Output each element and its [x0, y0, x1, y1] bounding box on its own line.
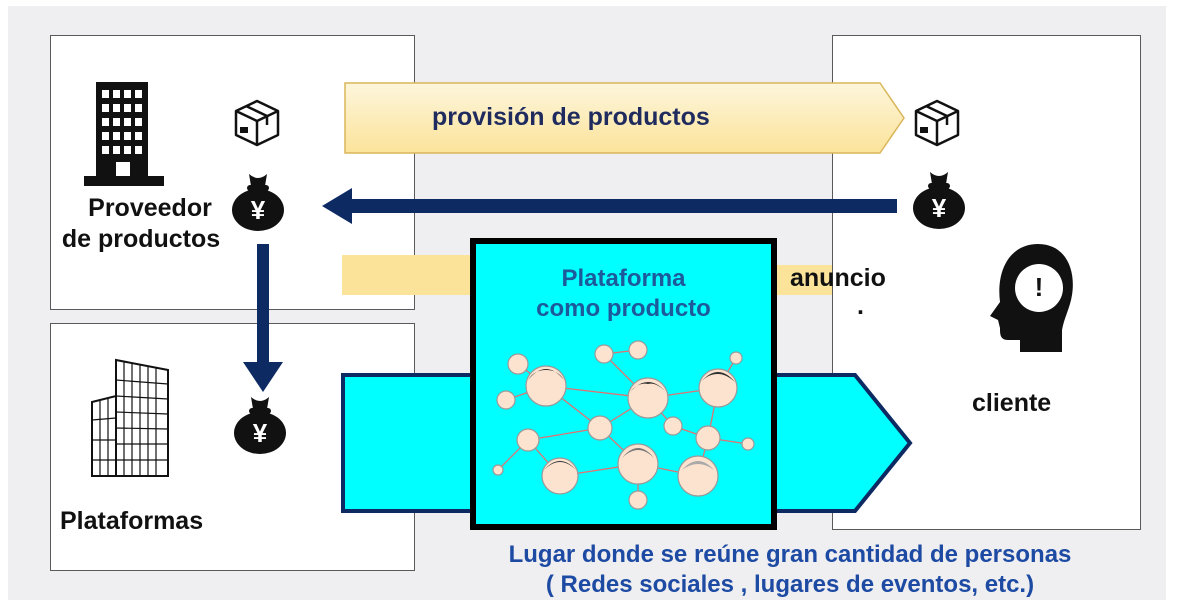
caption-line2: ( Redes sociales , lugares de eventos, e… — [545, 571, 1035, 598]
provision-arrow — [344, 82, 905, 154]
glass-skyscraper-icon — [91, 358, 169, 477]
client-label: cliente — [972, 389, 1052, 417]
fee-arrow-shaft — [257, 244, 269, 368]
person-head-icon: ! — [978, 240, 1078, 355]
ad-label-dot: . — [857, 292, 864, 320]
platform-title: Plataforma como producto — [476, 264, 771, 324]
money-bag-yen-icon: ¥ — [910, 168, 968, 230]
caption-line1: Lugar donde se reúne gran cantidad de pe… — [508, 541, 1072, 568]
yen-symbol: ¥ — [252, 418, 268, 448]
people-network-icon — [492, 340, 755, 510]
supplier-label: Proveedor de productos — [46, 193, 236, 255]
payment-arrow-shaft — [345, 199, 897, 213]
office-building-icon — [84, 82, 164, 186]
exclamation-symbol: ! — [1034, 272, 1044, 302]
payment-arrow-head — [322, 188, 352, 224]
supplier-label-line1: Proveedor — [88, 194, 212, 222]
yen-symbol: ¥ — [931, 193, 947, 223]
package-box-icon — [914, 99, 960, 147]
fee-arrow-head — [243, 362, 283, 392]
package-box-icon — [234, 99, 280, 147]
platform-title-line1: Plataforma — [561, 265, 686, 292]
platform-title-line2: como producto — [536, 295, 711, 322]
platform-box: Plataforma como producto — [470, 238, 777, 530]
provision-label: provisión de productos — [432, 103, 710, 131]
platform-caption: Lugar donde se reúne gran cantidad de pe… — [400, 540, 1180, 600]
ad-label: anuncio — [790, 264, 886, 292]
money-bag-yen-icon: ¥ — [231, 393, 289, 455]
yen-symbol: ¥ — [250, 195, 266, 225]
platforms-label: Plataformas — [60, 507, 204, 535]
money-bag-yen-icon: ¥ — [229, 170, 287, 232]
ad-band-right — [776, 265, 832, 295]
supplier-label-line2: de productos — [61, 225, 221, 253]
ad-band-left — [342, 255, 472, 295]
